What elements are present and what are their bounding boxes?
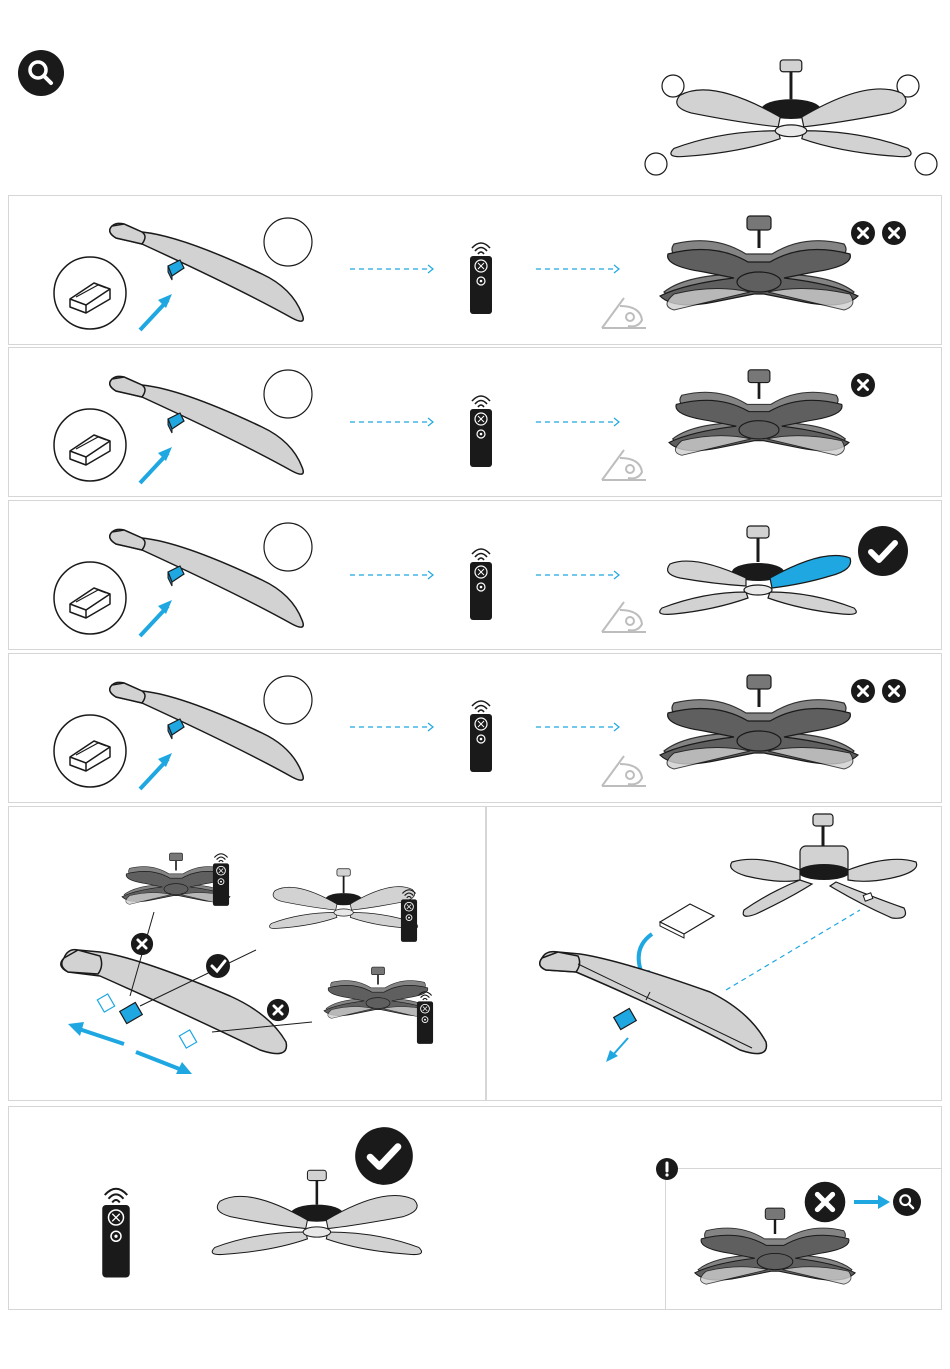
wobble-x-icon <box>881 220 907 246</box>
wobbling-fan <box>654 673 864 783</box>
wobble-x-icon <box>803 1180 847 1224</box>
warning-icon <box>655 1157 679 1181</box>
blade-position-circle <box>645 153 667 175</box>
dashed-arrow <box>350 417 436 427</box>
dashed-arrow <box>536 722 622 732</box>
clip-mount-diagram <box>500 812 930 1082</box>
eye-icon <box>600 292 650 332</box>
dashed-arrow <box>350 570 436 580</box>
dashed-arrow <box>536 264 622 274</box>
step-number-circle <box>262 216 314 268</box>
eye-icon <box>600 444 650 484</box>
dashed-arrow <box>350 264 436 274</box>
wobble-x-icon <box>850 678 876 704</box>
remote-icon <box>466 389 496 469</box>
fan-overview <box>640 56 940 180</box>
dashed-arrow <box>536 570 622 580</box>
step-number-circle <box>262 674 314 726</box>
blade-position-circle <box>915 153 937 175</box>
wobble-x-icon <box>850 220 876 246</box>
wobble-x-icon <box>881 678 907 704</box>
remote-icon <box>96 1180 136 1280</box>
eye-icon <box>600 596 650 636</box>
wobbling-fan <box>654 214 864 324</box>
remote-icon <box>466 542 496 622</box>
wobbling-fan <box>654 368 864 468</box>
step-number-circle <box>262 521 314 573</box>
remote-icon <box>466 236 496 316</box>
clip-position-diagram <box>20 846 480 1086</box>
arrow-right-icon <box>852 1192 892 1212</box>
blade-position-circle <box>662 75 684 97</box>
check-icon <box>857 525 909 577</box>
dashed-arrow <box>536 417 622 427</box>
step-number-circle <box>262 368 314 420</box>
eye-icon <box>600 750 650 790</box>
remote-icon <box>466 694 496 774</box>
search-icon <box>893 1188 921 1216</box>
search-icon <box>18 50 64 96</box>
wobble-x-icon <box>850 372 876 398</box>
dashed-arrow <box>350 722 436 732</box>
balanced-fan <box>654 524 864 624</box>
check-icon <box>354 1126 414 1186</box>
